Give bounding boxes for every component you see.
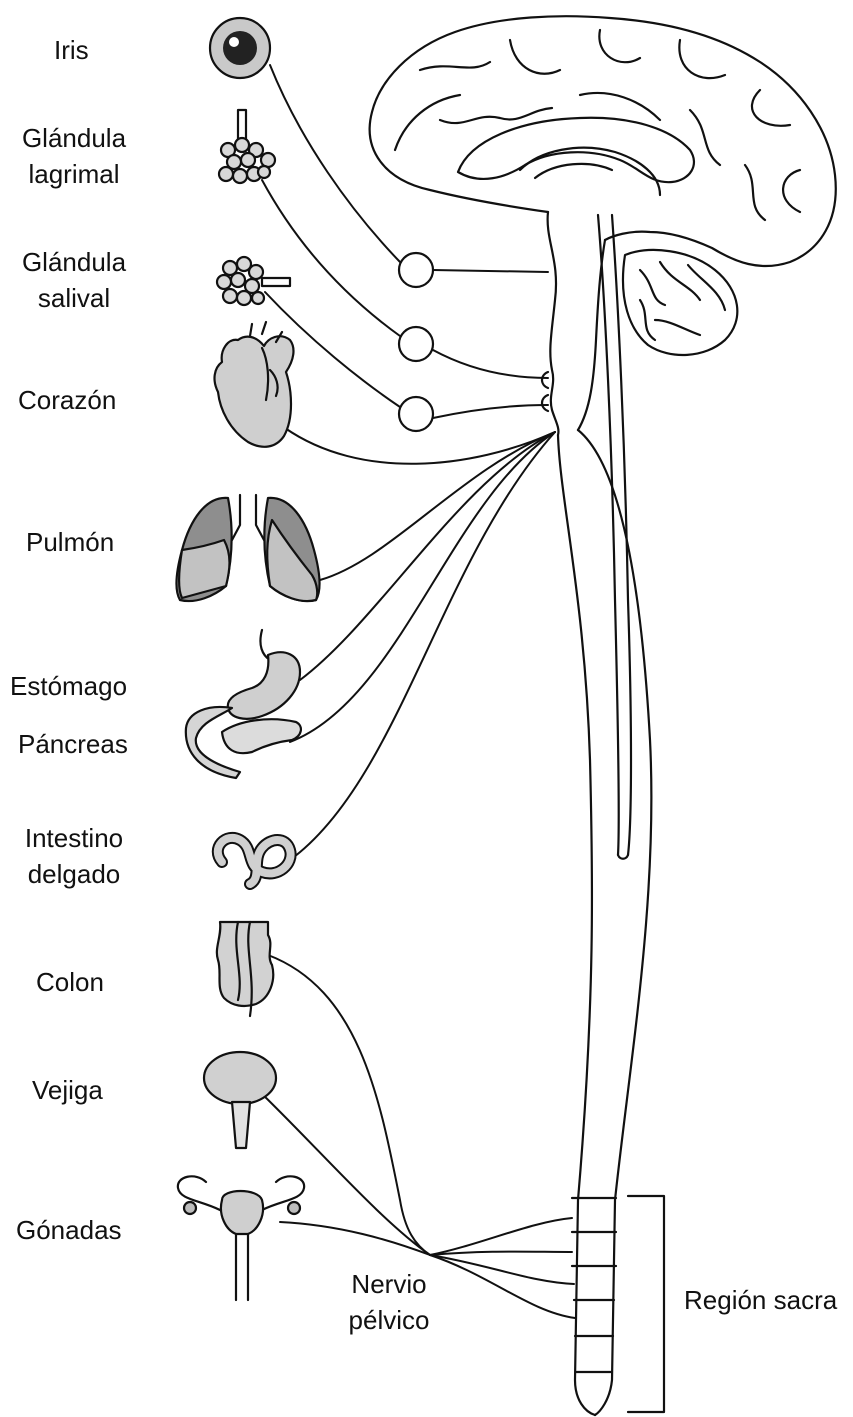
label-small-intestine-line2: delgado [14, 856, 134, 892]
label-pelvic-nerve-line1: Nervio [334, 1266, 444, 1302]
stomach-icon [228, 630, 300, 719]
ciliary-ganglion [399, 253, 433, 287]
label-bladder: Vejiga [32, 1072, 103, 1108]
label-small-intestine-line1: Intestino [14, 820, 134, 856]
label-lacrimal-gland-line1: Glándula [14, 120, 134, 156]
lacrimal-gland-icon [219, 110, 275, 183]
heart-icon [215, 322, 294, 447]
label-salivary-gland-line2: salival [14, 280, 134, 316]
vagus-nerve-branches [285, 428, 555, 860]
sacral-region-bracket [628, 1196, 664, 1412]
pterygopalatine-ganglion [399, 327, 433, 361]
label-lacrimal-gland-line2: lagrimal [14, 156, 134, 192]
label-sacral-region: Región sacra [684, 1282, 837, 1318]
label-iris: Iris [54, 32, 89, 68]
label-salivary-gland: Glándula salival [14, 244, 134, 316]
label-lung: Pulmón [26, 524, 114, 560]
label-small-intestine: Intestino delgado [14, 820, 134, 892]
label-pancreas: Páncreas [18, 726, 128, 762]
label-heart: Corazón [18, 382, 116, 418]
label-pelvic-nerve: Nervio pélvico [334, 1266, 444, 1338]
salivary-gland-icon [217, 257, 290, 305]
pelvic-nerve-branches [258, 955, 575, 1318]
colon-icon [217, 922, 273, 1016]
spinal-cord [558, 215, 651, 1415]
label-gonads: Gónadas [16, 1212, 122, 1248]
small-intestine-icon [218, 838, 291, 884]
gonads-icon [178, 1176, 304, 1300]
label-colon: Colon [36, 964, 104, 1000]
otic-ganglion [399, 397, 433, 431]
brain [370, 16, 836, 435]
label-salivary-gland-line1: Glándula [14, 244, 134, 280]
label-pelvic-nerve-line2: pélvico [334, 1302, 444, 1338]
lungs-icon [176, 495, 319, 601]
bladder-icon [204, 1052, 276, 1148]
label-stomach: Estómago [10, 668, 127, 704]
cranial-nerves [262, 65, 548, 418]
label-lacrimal-gland: Glándula lagrimal [14, 120, 134, 192]
eye-iris-icon [210, 18, 270, 78]
ganglia [399, 253, 433, 431]
